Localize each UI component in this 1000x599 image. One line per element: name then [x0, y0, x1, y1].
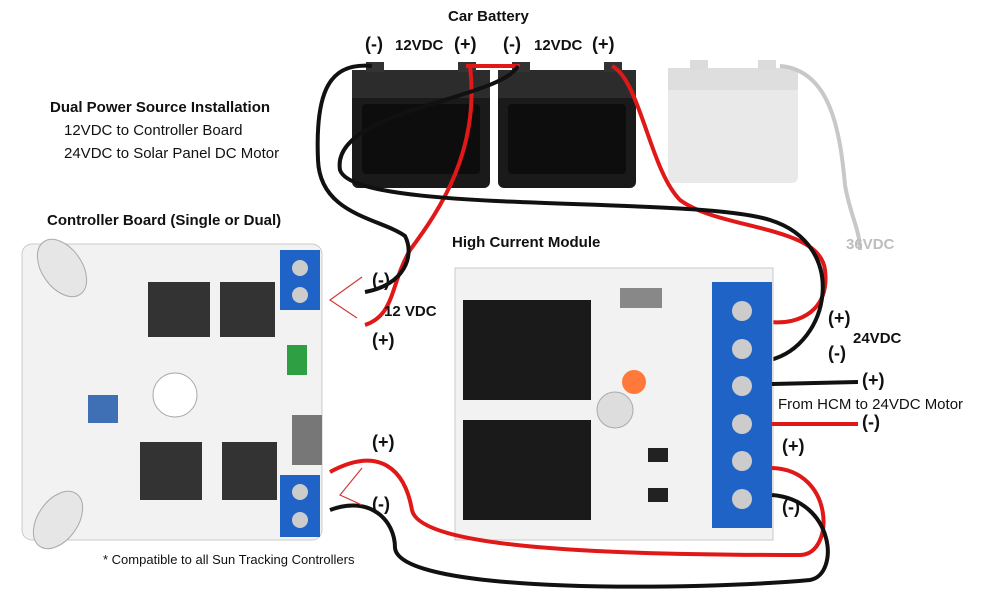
input24-neg: (-): [828, 343, 846, 363]
hcm-title: High Current Module: [452, 234, 601, 251]
dual-power-line2: 24VDC to Solar Panel DC Motor: [64, 145, 280, 162]
battery2-pos: (+): [592, 34, 615, 54]
battery2-volt: 12VDC: [534, 37, 583, 54]
compatibility-note: * Compatible to all Sun Tracking Control…: [103, 552, 355, 567]
battery1-volt: 12VDC: [395, 37, 444, 54]
controller-board-image: [21, 238, 323, 550]
car-battery-title: Car Battery: [448, 8, 529, 25]
motor-out-text: From HCM to 24VDC Motor: [778, 396, 964, 413]
input24-volt: 24VDC: [853, 330, 902, 347]
high-current-module-image: [454, 267, 774, 541]
battery3-voltage: 36VDC: [846, 236, 895, 253]
battery1-neg: (-): [365, 34, 383, 54]
board-out-pos: (+): [372, 432, 395, 452]
battery-1: [352, 62, 490, 188]
controller-board-title: Controller Board (Single or Dual): [47, 212, 282, 229]
dual-power-heading: Dual Power Source Installation: [50, 99, 271, 116]
battery-2: [498, 62, 636, 188]
battery-3-faded: [668, 60, 798, 183]
motor-out-pos: (+): [862, 370, 885, 390]
input12-neg: (-): [372, 270, 390, 290]
battery2-neg: (-): [503, 34, 521, 54]
input24-pos: (+): [828, 308, 851, 328]
input12-pos: (+): [372, 330, 395, 350]
battery1-pos: (+): [454, 34, 477, 54]
grey-wire: [779, 64, 862, 251]
board-out-neg: (-): [372, 494, 390, 514]
hcm-out-neg: (-): [782, 497, 800, 517]
arrows: [328, 276, 363, 506]
input12-volt: 12 VDC: [384, 303, 437, 320]
dual-power-line1: 12VDC to Controller Board: [64, 122, 243, 139]
hcm-out-pos: (+): [782, 436, 805, 456]
motor-out-neg: (-): [862, 412, 880, 432]
